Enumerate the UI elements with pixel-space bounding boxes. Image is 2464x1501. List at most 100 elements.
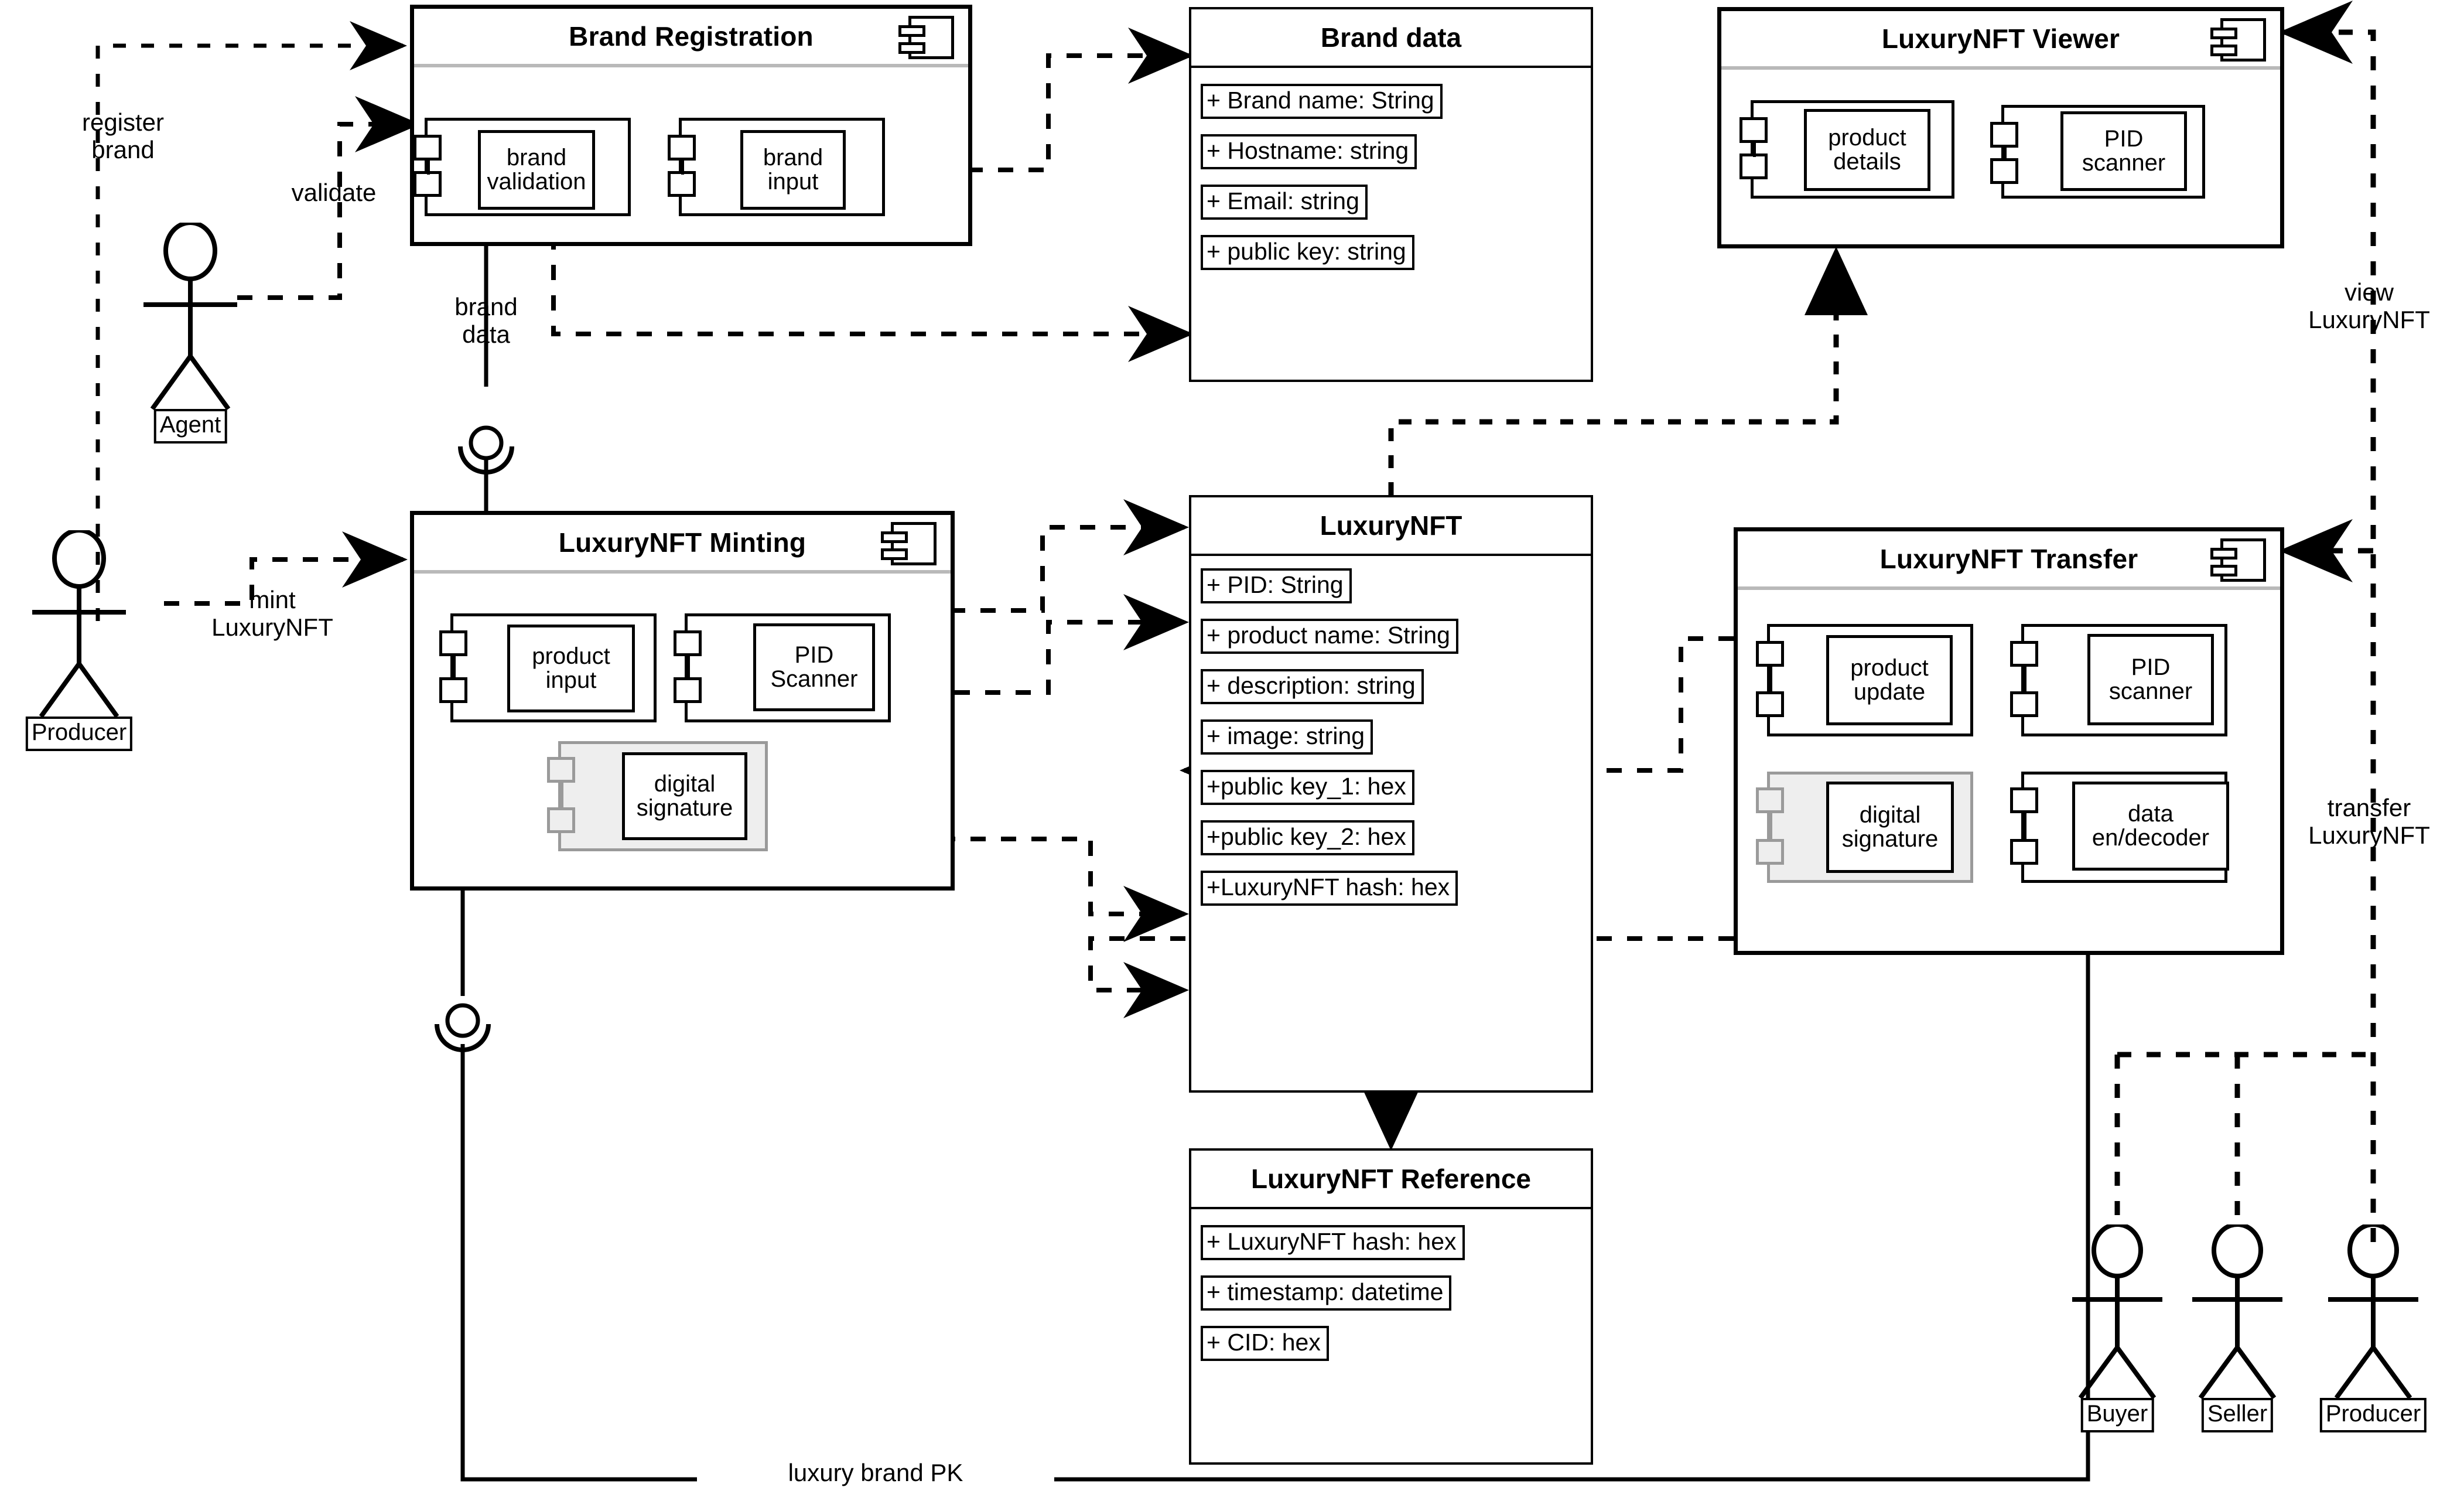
port-icon — [1756, 787, 1784, 813]
subcomponent-label: brand validation — [478, 130, 595, 210]
subcomponent-data-en-decoder[interactable]: data en/decoder — [2010, 772, 2229, 883]
component-luxurynft-minting[interactable]: LuxuryNFT Minting product input PID Scan… — [410, 511, 955, 891]
subcomponent-label: product details — [1804, 109, 1930, 191]
port-icon — [439, 630, 467, 656]
component-header: LuxuryNFT Viewer — [1721, 11, 2280, 70]
edge-label-validate: validate — [291, 179, 377, 206]
class-brand-data[interactable]: Brand data + Brand name: String + Hostna… — [1189, 7, 1593, 382]
class-title: LuxuryNFT Reference — [1250, 1164, 1531, 1194]
class-header: Brand data — [1191, 9, 1591, 68]
class-title: LuxuryNFT — [1320, 510, 1462, 541]
attribute: + timestamp: datetime — [1201, 1275, 1452, 1311]
actor-label: Producer — [25, 717, 133, 751]
component-title: LuxuryNFT Transfer — [1879, 544, 2138, 574]
class-attributes: + PID: String + product name: String + d… — [1191, 556, 1591, 919]
actor-producer-left[interactable]: Producer — [12, 528, 146, 765]
port-icon — [668, 171, 696, 197]
class-header: LuxuryNFT — [1191, 497, 1591, 556]
port-icon — [1756, 641, 1784, 667]
subcomponent-product-input[interactable]: product input — [439, 613, 657, 722]
component-brand-registration[interactable]: Brand Registration brand validation bran… — [410, 5, 972, 246]
subcomponent-pid-scanner-viewer[interactable]: PID scanner — [1990, 105, 2205, 199]
subcomponent-pid-scanner-transfer[interactable]: PID scanner — [2010, 624, 2227, 736]
actor-figure-icon — [2072, 1222, 2162, 1400]
component-icon — [898, 16, 954, 59]
subcomponent-brand-validation[interactable]: brand validation — [413, 118, 631, 216]
component-luxurynft-viewer[interactable]: LuxuryNFT Viewer product details PID sca… — [1717, 7, 2284, 248]
subcomponent-label: digital signature — [622, 752, 747, 840]
actor-figure-icon — [2328, 1222, 2418, 1400]
port-icon — [1740, 153, 1768, 179]
component-header: Brand Registration — [414, 9, 968, 67]
subcomponent-pid-scanner-minting[interactable]: PID Scanner — [674, 613, 891, 722]
actor-label: Seller — [2201, 1398, 2274, 1432]
subcomponent-label: PID scanner — [2087, 634, 2214, 725]
attribute: +public key_2: hex — [1201, 820, 1414, 855]
component-body: product details PID scanner — [1721, 70, 2280, 244]
subcomponent-product-update[interactable]: product update — [1756, 624, 1973, 736]
edge-label-register-brand: register brand — [81, 108, 165, 164]
port-icon — [1990, 158, 2018, 184]
class-header: LuxuryNFT Reference — [1191, 1151, 1591, 1209]
port-icon — [674, 677, 702, 703]
class-attributes: + Brand name: String + Hostname: string … — [1191, 68, 1591, 284]
actor-figure-icon — [2192, 1222, 2282, 1400]
port-icon — [1740, 117, 1768, 143]
edge-label-brand-data: brand data — [454, 293, 518, 349]
subcomponent-label: data en/decoder — [2072, 782, 2229, 871]
port-icon — [668, 135, 696, 161]
port-icon — [547, 807, 575, 833]
component-body: product input PID Scanner digital signat… — [414, 574, 951, 886]
actor-agent[interactable]: Agent — [123, 220, 258, 457]
port-icon — [674, 630, 702, 656]
class-luxurynft-reference[interactable]: LuxuryNFT Reference + LuxuryNFT hash: he… — [1189, 1148, 1593, 1465]
actor-figure-icon — [32, 528, 126, 718]
subcomponent-digital-signature-transfer[interactable]: digital signature — [1756, 772, 1973, 883]
port-icon — [547, 757, 575, 783]
port-icon — [1756, 691, 1784, 717]
actor-label: Buyer — [2080, 1398, 2154, 1432]
attribute: + Hostname: string — [1201, 134, 1417, 169]
subcomponent-label: product update — [1826, 635, 1953, 725]
edge-label-view-luxurynft: view LuxuryNFT — [2308, 278, 2430, 334]
class-attributes: + LuxuryNFT hash: hex + timestamp: datet… — [1191, 1209, 1591, 1374]
component-title: LuxuryNFT Minting — [558, 527, 806, 558]
attribute: + Brand name: String — [1201, 84, 1443, 119]
attribute: +LuxuryNFT hash: hex — [1201, 871, 1458, 906]
actor-seller[interactable]: Seller — [2170, 1222, 2305, 1459]
port-icon — [2010, 839, 2038, 865]
attribute: + image: string — [1201, 719, 1373, 755]
component-luxurynft-transfer[interactable]: LuxuryNFT Transfer product update PID sc… — [1734, 527, 2284, 955]
port-icon — [2010, 787, 2038, 813]
subcomponent-brand-input[interactable]: brand input — [668, 118, 885, 216]
actor-figure-icon — [143, 220, 237, 411]
port-icon — [439, 677, 467, 703]
actor-producer-right[interactable]: Producer — [2306, 1222, 2441, 1459]
edge-label-transfer-luxurynft: transfer LuxuryNFT — [2308, 794, 2430, 850]
attribute: + Email: string — [1201, 185, 1368, 220]
subcomponent-label: product input — [507, 625, 635, 712]
component-body: product update PID scanner digital signa… — [1738, 590, 2280, 951]
attribute: + product name: String — [1201, 619, 1458, 654]
subcomponent-digital-signature-minting[interactable]: digital signature — [547, 741, 768, 851]
port-icon — [2010, 641, 2038, 667]
attribute: + description: string — [1201, 669, 1424, 704]
component-icon — [881, 522, 937, 565]
port-icon — [413, 171, 442, 197]
actor-label: Producer — [2319, 1398, 2427, 1432]
class-title: Brand data — [1320, 22, 1462, 53]
subcomponent-label: PID Scanner — [753, 623, 875, 711]
component-header: LuxuryNFT Transfer — [1738, 531, 2280, 590]
attribute: + CID: hex — [1201, 1326, 1329, 1361]
port-icon — [1990, 122, 2018, 148]
subcomponent-product-details[interactable]: product details — [1740, 100, 1954, 199]
actor-buyer[interactable]: Buyer — [2050, 1222, 2185, 1459]
component-header: LuxuryNFT Minting — [414, 515, 951, 574]
component-title: LuxuryNFT Viewer — [1881, 23, 2120, 54]
component-body: brand validation brand input — [413, 67, 968, 242]
class-luxurynft[interactable]: LuxuryNFT + PID: String + product name: … — [1189, 495, 1593, 1093]
port-icon — [2010, 691, 2038, 717]
subcomponent-label: brand input — [740, 130, 846, 210]
attribute: + public key: string — [1201, 235, 1414, 270]
